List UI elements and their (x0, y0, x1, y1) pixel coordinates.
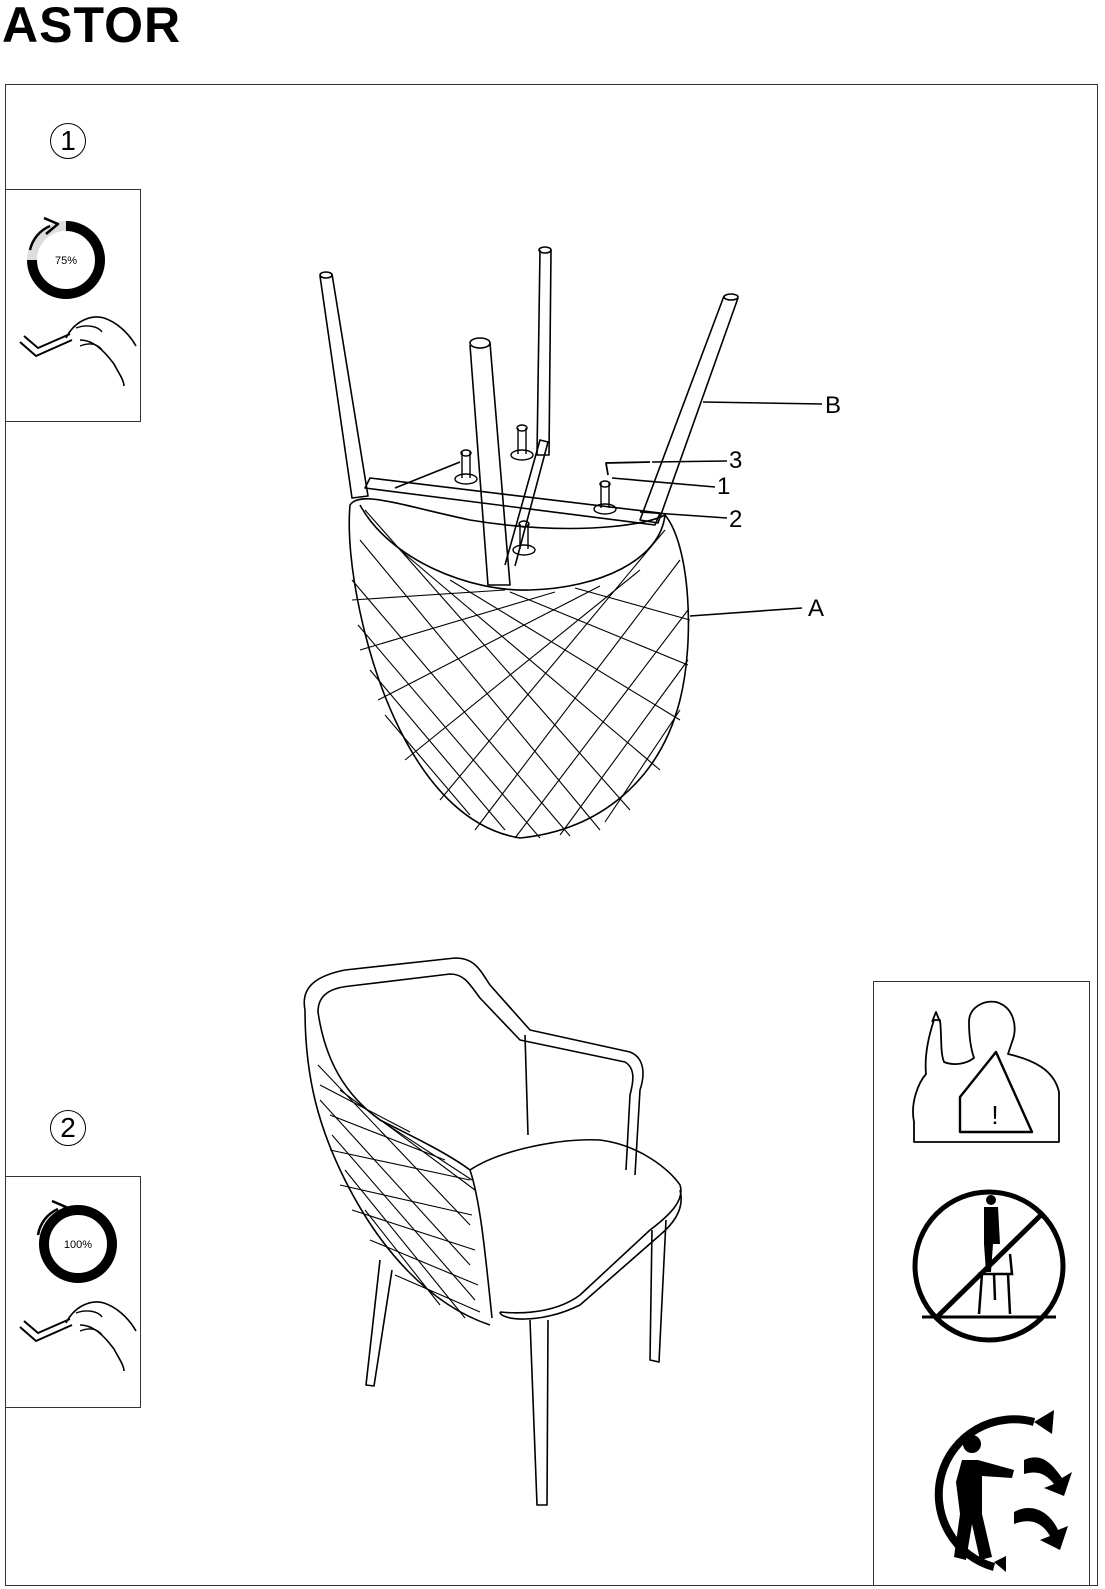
product-title: ASTOR (2, 0, 182, 53)
torque-75-label: 75% (55, 255, 77, 267)
step-1-instruction-box: 75% (5, 189, 141, 422)
tipping-hazard-icon (934, 1410, 1072, 1572)
hex-key-hand-icon-2 (19, 1301, 137, 1372)
torque-100-label: 100% (64, 1239, 92, 1251)
torque-75-icon: 75% (27, 216, 105, 299)
label-a: A (808, 595, 825, 622)
label-3: 3 (729, 447, 743, 474)
step-2-instruction-box: 100% (5, 1176, 141, 1408)
hex-key-hand-icon (19, 316, 137, 387)
svg-text:!: ! (991, 1100, 998, 1130)
label-1: 1 (717, 473, 731, 500)
instruction-frame (5, 84, 1098, 1586)
person-warning-icon: ! (912, 1000, 1060, 1143)
label-b: B (825, 392, 842, 419)
safety-warnings-panel: ! (873, 981, 1090, 1586)
no-standing-on-chair-icon (912, 1189, 1066, 1343)
label-2: 2 (729, 506, 743, 533)
step-number-2: 2 (50, 1110, 86, 1146)
torque-100-icon: 100% (36, 1199, 117, 1283)
step-number-1: 1 (50, 123, 86, 159)
